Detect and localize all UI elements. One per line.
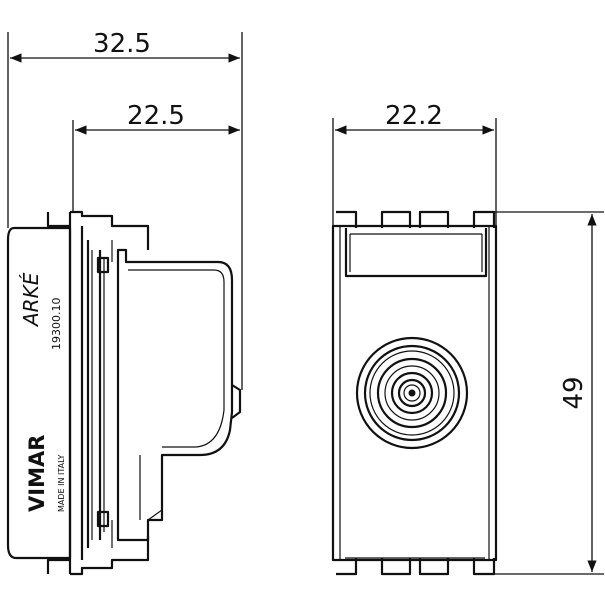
- marking-series: ARKÉ: [19, 272, 43, 328]
- marking-brand: VIMAR: [25, 435, 49, 512]
- side-body-step: [139, 455, 163, 521]
- side-frame-detail: [91, 240, 113, 548]
- side-body-inner: [128, 269, 225, 448]
- front-plate: [331, 224, 498, 562]
- front-window-inner: [349, 233, 483, 272]
- side-front-face: [6, 226, 72, 560]
- side-body-housing: [116, 248, 234, 542]
- coax-connector: [355, 336, 469, 450]
- side-top-clip: [46, 210, 150, 250]
- side-bottom-clip: [46, 536, 150, 576]
- side-rear-latch: [231, 384, 242, 419]
- dimension-body-depth: 22.5: [72, 101, 240, 212]
- dimension-overall-depth: 32.5: [7, 29, 243, 390]
- marking-code: 19300.10: [50, 298, 63, 351]
- dimension-height-label: 49: [559, 376, 589, 409]
- front-top-tabs: [336, 210, 496, 228]
- dimension-overall-depth-label: 32.5: [93, 29, 151, 59]
- marking-origin: MADE IN ITALY: [57, 454, 66, 512]
- dimension-front-width-label: 22.2: [385, 101, 443, 131]
- side-view: ARKÉ 19300.10 VIMAR MADE IN ITALY: [6, 210, 242, 576]
- dimension-height: 49: [494, 211, 604, 575]
- front-bottom-tabs: [336, 558, 496, 576]
- front-top-window: [344, 228, 488, 278]
- side-upper-tab: [96, 256, 110, 274]
- dimension-front-width: 22.2: [332, 101, 497, 226]
- side-lower-tab: [96, 510, 110, 528]
- dimension-body-depth-label: 22.5: [127, 101, 185, 131]
- side-frame-rails: [68, 212, 102, 574]
- front-view: [331, 210, 498, 576]
- front-plate-sides: [339, 226, 490, 560]
- coax-pin: [408, 389, 416, 397]
